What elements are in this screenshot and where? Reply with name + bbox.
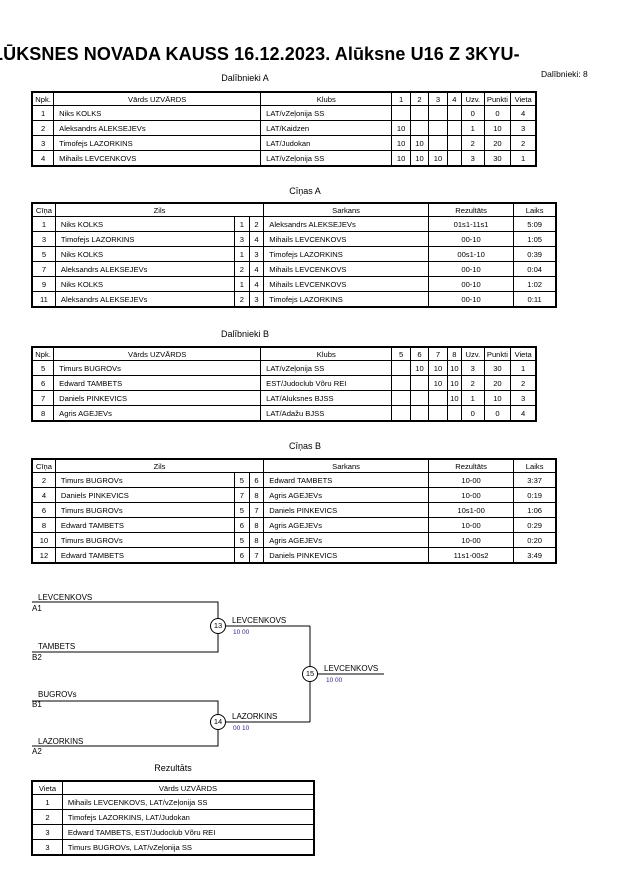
time-cell: 1:06 [513,502,556,518]
bouts-a-caption: Cīņas A [289,186,321,196]
name-cell: Mihails LEVCENKOVS, LAT/vZeļonija SS [61,794,315,810]
match-15-number: 15 [305,669,315,678]
match-15-marker [302,666,318,682]
sf1-bottom-seed: B2 [32,653,42,662]
final-winner: LEVCENKOVS [324,664,379,673]
sf2-winner: LAZORKINS [232,712,278,721]
red-name-cell: Daniels PINKEVICS [263,547,429,563]
time-cell: 3:49 [513,547,556,563]
sf2-top-name: BUGROVs [38,690,77,699]
sf1-winner: LEVCENKOVS [232,616,287,625]
name-cell: Agris AGEJEVs [53,405,262,421]
col-name: Vārds UZVĀRDS [61,781,315,795]
score-cell [446,150,463,166]
sf1-top-seed: A1 [32,604,42,613]
sf1-score: 10 00 [233,629,250,636]
match-13-marker [210,618,226,634]
place-cell: 1 [32,794,63,810]
npk-cell: 6 [31,375,55,391]
bouts-b-caption: Cīņas B [288,441,321,451]
name-cell: Edward TAMBETS, EST/Judoclub Võru REI [61,824,315,840]
npk-cell: 4 [31,150,55,166]
match-14-marker [210,714,226,730]
time-cell: 0:29 [513,517,556,533]
sf2-bottom-name: LAZORKINS [38,737,84,746]
score-cell [446,405,463,421]
score-cell: 10 [446,375,463,391]
points-cell: 30 [483,150,512,166]
score-cell: 10 [446,390,463,406]
name-cell: Timofejs LAZORKINS, LAT/Judokan [61,809,315,825]
bout-number-cell: 12 [32,547,56,563]
bouts-a-header-row: Cīņa Zils Sarkans Rezultāts Laiks [32,203,556,217]
points-cell: 0 [483,405,512,421]
sf1-bottom-name: TAMBETS [38,642,76,651]
sf2-score: 00 10 [233,725,250,732]
club-cell: LAT/vZeļonija SS [260,150,393,166]
pool-a-header-row: Npk. Vārds UZVĀRDS Klubs 1 2 3 4 Uzv. Pu… [31,92,536,106]
results-caption: Rezultāts [154,763,192,773]
result-cell: 00-10 [427,291,515,307]
sf2-bottom-seed: A2 [32,747,42,756]
place-cell: 3 [32,839,63,855]
score-cell: 10 [409,150,430,166]
npk-cell: 3 [31,135,55,151]
place-cell: 3 [32,824,63,840]
blue-name-cell: Edward TAMBETS [54,547,236,563]
blue-name-cell: Aleksandrs ALEKSEJEVs [54,291,236,307]
match-13-number: 13 [213,621,223,630]
score-cell: 10 [428,150,448,166]
col-place: Vieta [32,781,63,795]
pool-b-table: Npk. Vārds UZVĀRDS Klubs 5 6 7 8 Uzv. Pu… [31,346,537,422]
results-header-row: Vieta Vārds UZVĀRDS [32,781,315,795]
pool-a-caption: Dalībnieki A [221,73,269,83]
participants-count: Dalībnieki: 8 [541,69,588,79]
blue-number-cell: 2 [234,291,250,307]
pool-b-caption: Dalībnieki B [220,329,270,339]
npk-cell: 8 [31,405,55,421]
result-cell: 11s1-00s2 [427,547,515,563]
page-title: LŪKSNES NOVADA KAUSS 16.12.2023. Alūksne… [0,44,520,64]
sf1-top-name: LEVCENKOVS [38,593,93,602]
points-cell: 20 [483,375,512,391]
sf2-top-seed: B1 [32,700,42,709]
bouts-b-header-row: Cīņa Zils Sarkans Rezultāts Laiks [32,459,556,473]
name-cell: Timurs BUGROVs, LAT/vZeļonija SS [61,839,315,855]
place-cell: 1 [510,150,536,166]
place-cell: 2 [32,809,63,825]
score-cell: 10 [446,360,463,376]
name-cell: Mihails LEVCENKOVS [53,150,262,166]
place-cell: 4 [510,405,536,421]
col-place: Vieta [510,347,536,361]
col-npk: Npk. [31,347,55,361]
pool-a-table: Npk. Vārds UZVĀRDS Klubs 1 2 3 4 Uzv. Pu… [31,91,537,167]
time-cell: 0:11 [513,291,556,307]
match-14-number: 14 [213,717,223,726]
final-score: 10 00 [326,677,343,684]
